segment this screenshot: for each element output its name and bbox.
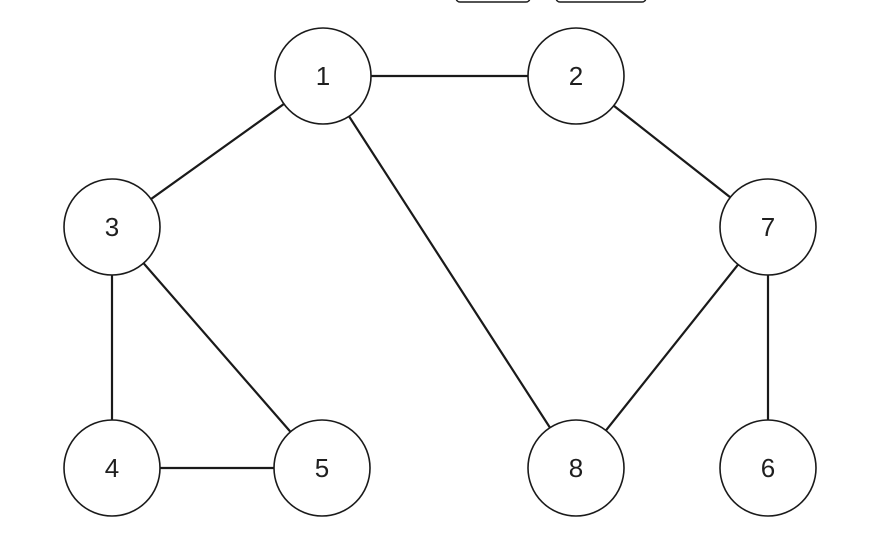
nodes-layer: 1 2 3 7 4 5 8 6 — [63, 27, 817, 517]
node-3: 3 — [63, 178, 161, 276]
node-label-1: 1 — [316, 61, 330, 91]
node-label-7: 7 — [761, 212, 775, 242]
node-circle-4 — [63, 419, 161, 517]
node-circle-2 — [527, 27, 625, 125]
node-1: 1 — [274, 27, 372, 125]
node-label-3: 3 — [105, 212, 119, 242]
edge-7-8 — [574, 225, 770, 470]
edges-layer — [110, 74, 770, 470]
node-7: 7 — [719, 178, 817, 276]
edge-3-5 — [110, 225, 324, 470]
node-circle-7 — [719, 178, 817, 276]
node-6: 6 — [719, 419, 817, 517]
node-label-8: 8 — [569, 453, 583, 483]
node-4: 4 — [63, 419, 161, 517]
node-label-6: 6 — [761, 453, 775, 483]
node-8: 8 — [527, 419, 625, 517]
node-circle-3 — [63, 178, 161, 276]
node-2: 2 — [527, 27, 625, 125]
top-cropped-box-right — [555, 0, 647, 3]
top-cropped-box-left — [455, 0, 531, 3]
edge-1-8 — [321, 74, 578, 470]
node-circle-8 — [527, 419, 625, 517]
node-circle-1 — [274, 27, 372, 125]
node-label-4: 4 — [105, 453, 119, 483]
node-label-5: 5 — [315, 453, 329, 483]
node-circle-5 — [273, 419, 371, 517]
node-5: 5 — [273, 419, 371, 517]
node-circle-6 — [719, 419, 817, 517]
node-label-2: 2 — [569, 61, 583, 91]
